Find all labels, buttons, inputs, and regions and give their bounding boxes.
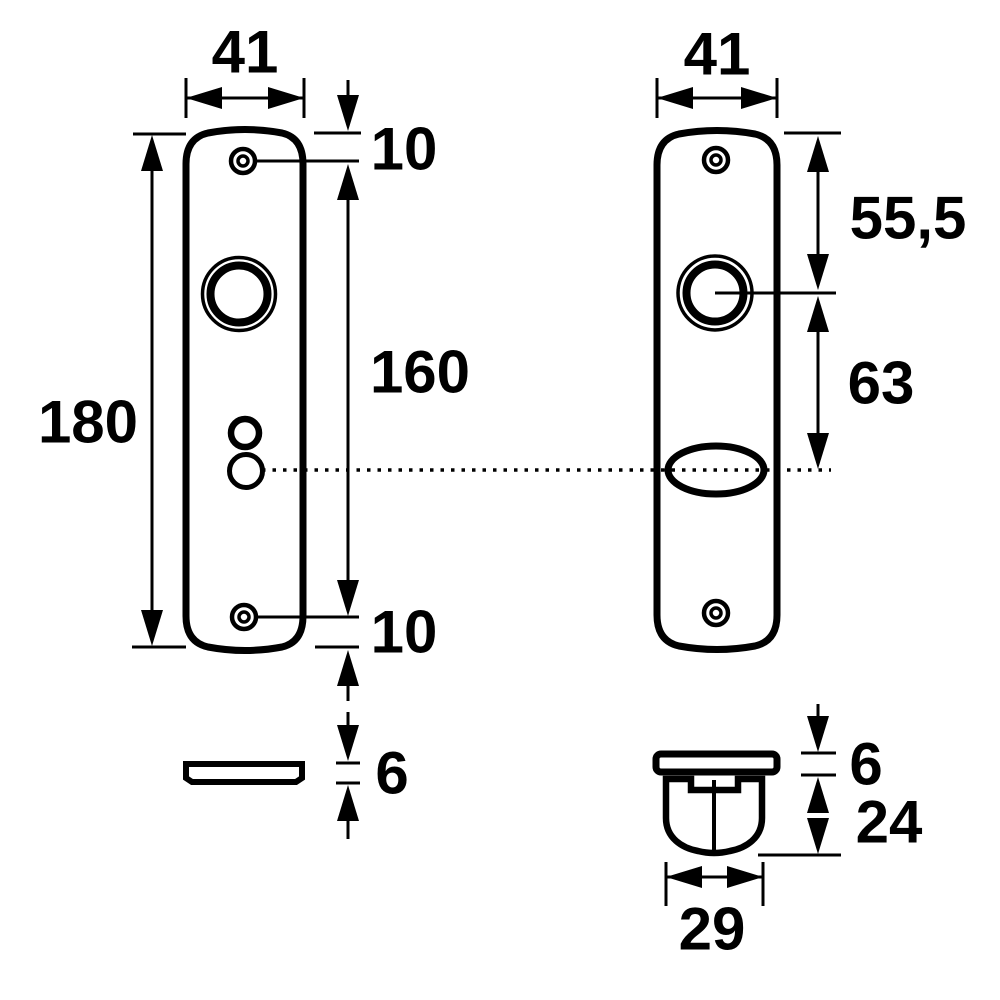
left-handle-hole-ring xyxy=(200,255,278,333)
arrowhead-down xyxy=(807,433,829,469)
dim-left-plate-thickness: 6 xyxy=(336,712,409,839)
dim-label-41-right: 41 xyxy=(684,21,751,88)
dim-hole-spacing: 160 xyxy=(337,164,470,616)
arrowhead-down xyxy=(807,716,829,752)
dim-label-63: 63 xyxy=(848,350,915,417)
arrowhead-down xyxy=(807,254,829,290)
arrowhead-up xyxy=(807,777,829,813)
arrowhead-left xyxy=(666,866,702,888)
dim-knob-depth: 24 xyxy=(758,777,923,857)
left-handle-hole xyxy=(206,261,272,327)
left-plate-side-view xyxy=(183,761,305,785)
arrowhead-down xyxy=(337,725,359,761)
dim-right-plate-width: 41 xyxy=(655,21,779,118)
arrowhead-right xyxy=(741,87,777,109)
right-plate-front-view xyxy=(653,127,781,653)
right-thumbturn-oval xyxy=(664,442,768,498)
arrowhead-left xyxy=(657,87,693,109)
arrowhead-up xyxy=(337,164,359,200)
arrowhead-up xyxy=(337,650,359,686)
dim-top-to-handle: 55,5 xyxy=(715,131,967,295)
left-top-screw-hole-inner xyxy=(236,154,250,168)
right-bottom-screw-hole-inner xyxy=(709,606,723,620)
dim-label-160: 160 xyxy=(370,339,470,406)
left-plate-outline xyxy=(182,126,307,654)
arrowhead-up xyxy=(807,296,829,332)
arrowhead-down xyxy=(141,610,163,646)
dim-label-10-top: 10 xyxy=(371,116,438,183)
right-top-screw-hole-inner xyxy=(709,153,723,167)
dim-knob-width: 29 xyxy=(664,862,765,963)
dim-label-41-left: 41 xyxy=(212,19,279,86)
dim-label-180: 180 xyxy=(38,389,138,456)
right-plate-profile xyxy=(652,750,781,776)
left-bottom-screw-hole-inner xyxy=(237,610,251,624)
dim-right-plate-thickness: 6 xyxy=(801,704,883,798)
arrowhead-down xyxy=(337,580,359,616)
dim-left-plate-width: 41 xyxy=(184,19,306,118)
arrowhead-right xyxy=(268,87,304,109)
dim-label-29: 29 xyxy=(679,896,746,963)
dim-handle-to-cylinder: 63 xyxy=(807,296,914,469)
dim-bottom-hole-offset: 10 xyxy=(256,599,438,701)
right-bottom-screw-hole-outer xyxy=(701,598,731,628)
left-plate-profile xyxy=(183,761,305,785)
dim-label-24: 24 xyxy=(856,789,923,856)
dim-label-55-5: 55,5 xyxy=(850,185,967,252)
dim-label-6-right: 6 xyxy=(849,731,882,798)
left-plate-front-view xyxy=(182,126,307,654)
dim-left-plate-height: 180 xyxy=(38,132,186,649)
arrowhead-down xyxy=(337,95,359,131)
dim-label-6-left: 6 xyxy=(375,740,408,807)
dim-top-hole-offset: 10 xyxy=(255,80,437,183)
left-small-hole-upper xyxy=(227,415,263,451)
arrowhead-down xyxy=(807,818,829,854)
arrowhead-up xyxy=(141,135,163,171)
arrowhead-left xyxy=(186,87,222,109)
right-plate-outline xyxy=(653,127,781,653)
right-plate-side-view xyxy=(652,750,781,857)
arrowhead-up xyxy=(807,136,829,172)
arrowhead-up xyxy=(337,785,359,821)
arrowhead-right xyxy=(727,866,763,888)
right-top-screw-hole-outer xyxy=(701,145,731,175)
dim-label-10-bottom: 10 xyxy=(371,599,438,666)
